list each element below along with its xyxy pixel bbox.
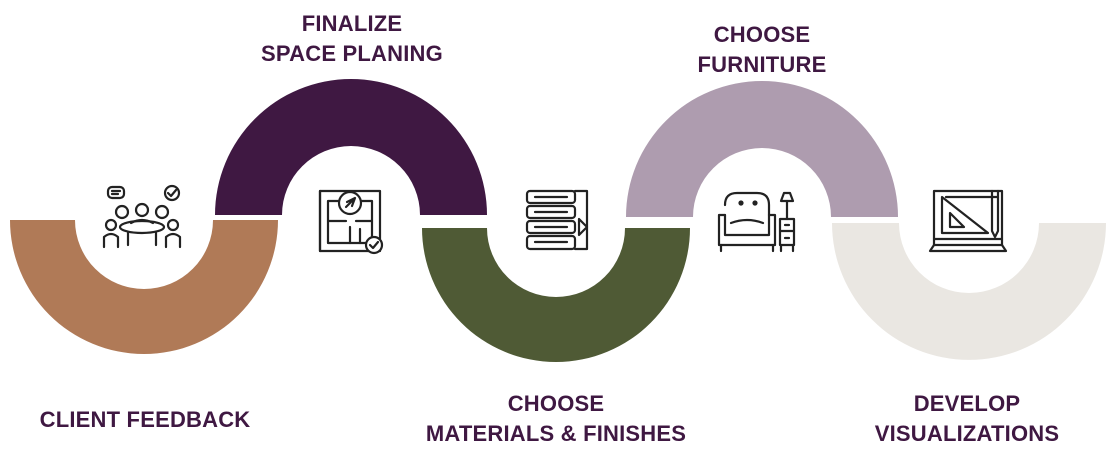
floor-plan-icon <box>318 189 384 255</box>
label-line: MATERIALS & FINISHES <box>425 421 687 446</box>
label-space-planning: FINALIZE SPACE PLANING <box>207 9 497 69</box>
label-line: CHOOSE <box>713 22 811 47</box>
label-line: CHOOSE <box>507 391 605 416</box>
meeting-icon <box>102 184 182 249</box>
label-materials: CHOOSE MATERIALS & FINISHES <box>401 389 711 449</box>
label-line: DEVELOP <box>913 391 1021 416</box>
arc-client-feedback <box>10 220 278 354</box>
fabric-samples-icon <box>525 189 589 251</box>
label-client-feedback: CLIENT FEEDBACK <box>0 405 290 435</box>
drafting-icon <box>928 189 1008 253</box>
label-furniture: CHOOSE FURNITURE <box>617 20 907 80</box>
arc-furniture <box>626 81 898 217</box>
arc-visualizations <box>832 223 1106 360</box>
armchair-icon <box>717 191 796 253</box>
label-line: VISUALIZATIONS <box>874 421 1060 446</box>
arc-space-planning <box>215 79 487 215</box>
label-visualizations: DEVELOP VISUALIZATIONS <box>822 389 1110 449</box>
label-line: FURNITURE <box>697 52 827 77</box>
label-line: SPACE PLANING <box>261 41 443 66</box>
arc-materials <box>422 228 690 362</box>
label-line: CLIENT FEEDBACK <box>39 407 251 432</box>
label-line: FINALIZE <box>301 11 403 36</box>
